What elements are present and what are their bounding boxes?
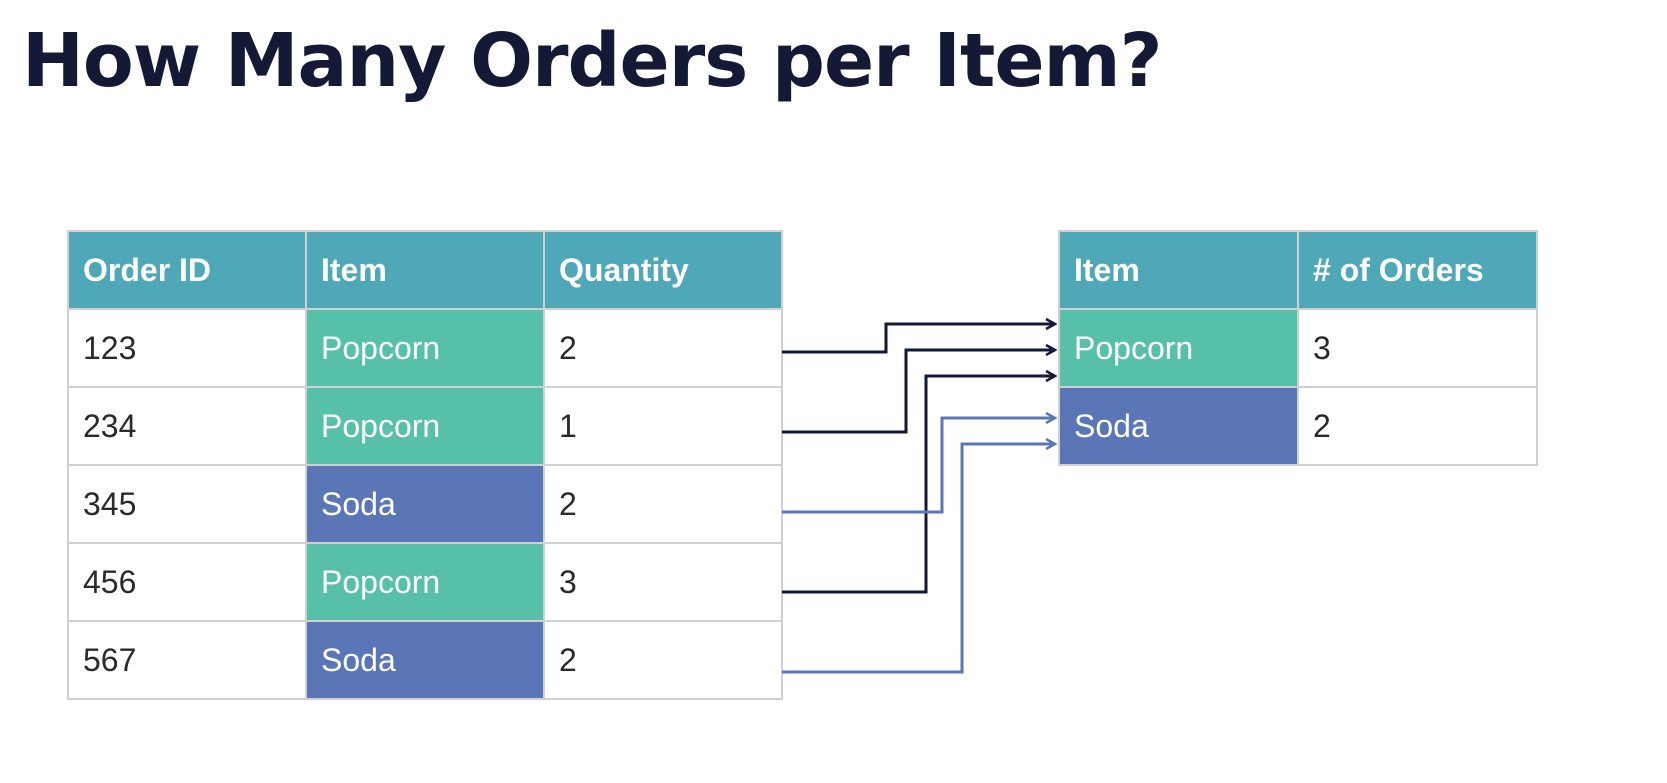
table-row: 123 Popcorn 2 [67,308,783,388]
table-row: 567 Soda 2 [67,620,783,700]
connector-order-345 [782,418,1055,514]
header-item: Item [305,230,545,310]
connector-order-456 [782,376,1055,594]
slide-title: How Many Orders per Item? [22,18,1163,104]
summary-header-row: Item # of Orders [1058,230,1538,310]
summary-item-popcorn: Popcorn [1058,308,1299,388]
quantity-cell: 2 [543,308,783,388]
order-count-cell: 3 [1297,308,1538,388]
order-count-cell: 2 [1297,386,1538,466]
connector-order-567 [782,444,1055,674]
summary-table: Item # of Orders Popcorn 3 Soda 2 [1058,230,1538,466]
quantity-cell: 3 [543,542,783,622]
header-item: Item [1058,230,1299,310]
table-row: 456 Popcorn 3 [67,542,783,622]
connector-order-234 [782,350,1055,434]
order-id-cell: 345 [67,464,307,544]
item-cell-popcorn: Popcorn [305,386,545,466]
item-cell-popcorn: Popcorn [305,542,545,622]
header-order-count: # of Orders [1297,230,1538,310]
quantity-cell: 2 [543,620,783,700]
orders-header-row: Order ID Item Quantity [67,230,783,310]
table-row: Soda 2 [1058,386,1538,466]
table-row: Popcorn 3 [1058,308,1538,388]
order-id-cell: 567 [67,620,307,700]
item-cell-soda: Soda [305,620,545,700]
quantity-cell: 2 [543,464,783,544]
table-row: 234 Popcorn 1 [67,386,783,466]
header-order-id: Order ID [67,230,307,310]
item-cell-popcorn: Popcorn [305,308,545,388]
quantity-cell: 1 [543,386,783,466]
summary-item-soda: Soda [1058,386,1299,466]
item-cell-soda: Soda [305,464,545,544]
header-quantity: Quantity [543,230,783,310]
order-id-cell: 123 [67,308,307,388]
table-row: 345 Soda 2 [67,464,783,544]
orders-table: Order ID Item Quantity 123 Popcorn 2 234… [67,230,783,700]
order-id-cell: 456 [67,542,307,622]
order-id-cell: 234 [67,386,307,466]
connector-order-123 [782,324,1055,354]
